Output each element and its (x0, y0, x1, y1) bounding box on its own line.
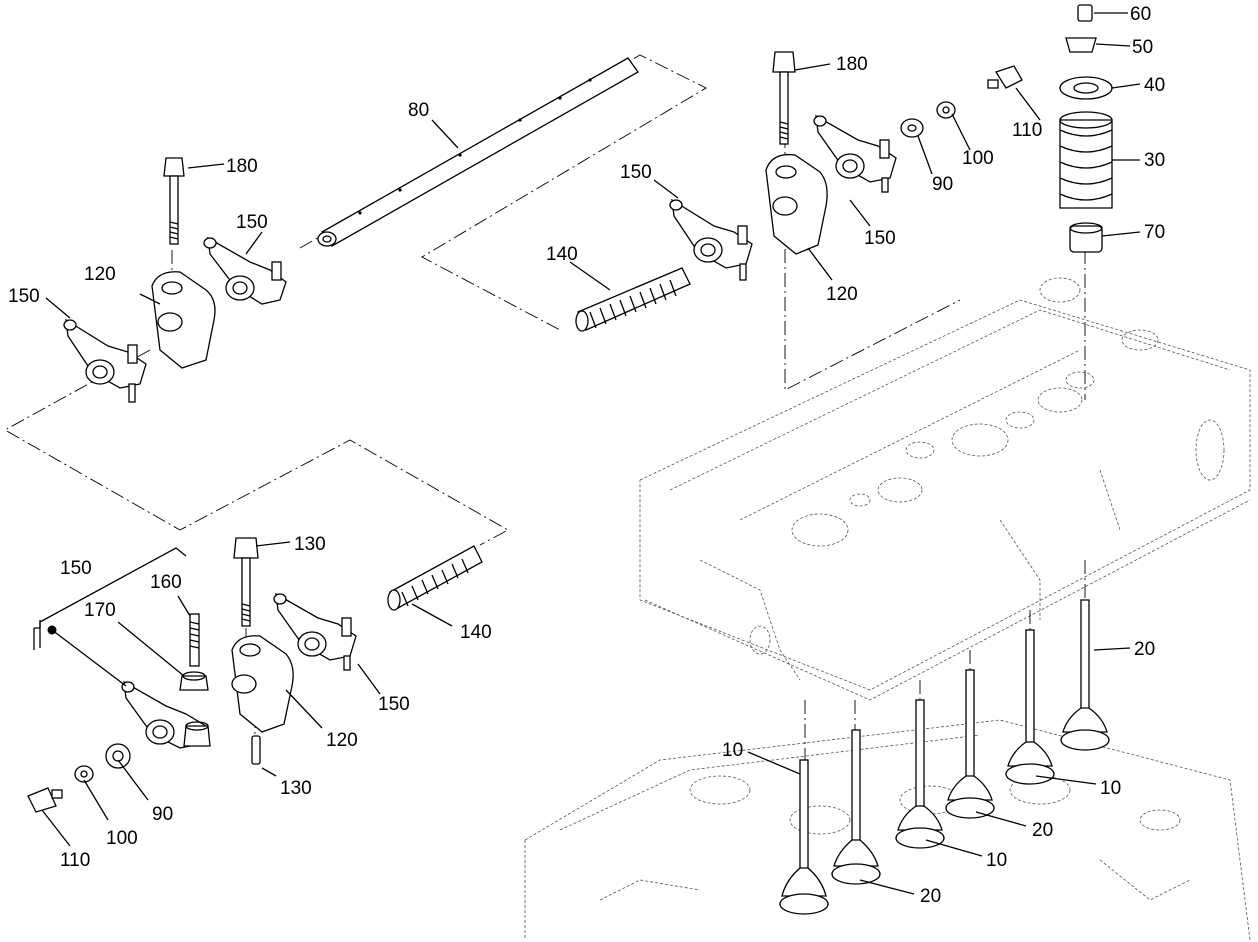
cylinder-head-outline (639, 277, 1251, 701)
callout-70: 70 (1144, 222, 1165, 243)
bolt-180-right (772, 51, 796, 145)
bolt-180-left (163, 157, 185, 245)
collet-50 (1065, 37, 1097, 53)
plug-110-top (987, 65, 1023, 89)
alignment-lines (4, 54, 1086, 760)
valve-10-c (1005, 629, 1055, 785)
callout-90-bottom: 90 (152, 804, 173, 825)
lock-nut-170 (179, 671, 209, 691)
callout-labels: 60 50 40 30 70 110 100 90 180 150 120 15… (8, 4, 1165, 907)
leader-lines (33, 12, 1141, 895)
spring-140-top (575, 267, 691, 332)
washer-90-top (900, 118, 924, 138)
callout-150-a: 150 (236, 212, 268, 233)
valve-20-a (831, 729, 881, 885)
callout-10-c: 10 (1100, 778, 1121, 799)
rocker-arm-150-a (203, 236, 287, 305)
valve-spring-30 (1059, 111, 1113, 209)
plug-110-bottom (27, 787, 63, 813)
callout-120-bottom: 120 (326, 730, 358, 751)
valve-20-c (1060, 599, 1110, 751)
callout-170: 170 (84, 600, 116, 621)
callout-130-top: 130 (294, 534, 326, 555)
valve-cap-60 (1077, 4, 1093, 22)
callout-120-right: 120 (826, 284, 858, 305)
washer-90-bottom (105, 743, 131, 769)
callout-50: 50 (1132, 37, 1153, 58)
callout-40: 40 (1144, 75, 1165, 96)
callout-140-bottom: 140 (460, 622, 492, 643)
valve-20-b (945, 669, 995, 819)
pin-130 (251, 735, 261, 765)
callout-20-bottom: 20 (920, 886, 941, 907)
callout-100-top: 100 (962, 148, 994, 169)
valve-10-b (895, 699, 945, 849)
callout-150-d: 150 (864, 228, 896, 249)
engine-block-outline (524, 719, 1251, 941)
callout-180-right: 180 (836, 54, 868, 75)
callout-140-top: 140 (546, 244, 578, 265)
rocker-shaft (317, 57, 639, 247)
adjusting-screw-160 (189, 613, 200, 667)
callout-130-bottom: 130 (280, 778, 312, 799)
callout-100-bottom: 100 (106, 828, 138, 849)
bracket-120-left (151, 271, 216, 369)
callout-60: 60 (1130, 4, 1151, 25)
retainer-40 (1059, 76, 1113, 100)
tip-cap-bottom (183, 721, 211, 747)
bolt-130 (233, 537, 259, 627)
callout-110-top: 110 (1012, 120, 1042, 141)
callout-150-f: 150 (378, 694, 410, 715)
bracket-120-right (765, 153, 828, 255)
callout-20-mid: 20 (1032, 820, 1053, 841)
rocker-arm-150-c (669, 198, 753, 281)
rocker-arm-150-b (63, 318, 147, 403)
washer-100-top (936, 101, 956, 119)
callout-110-bottom: 110 (60, 850, 90, 871)
bracket-120-bottom (231, 635, 294, 733)
callout-150-c: 150 (620, 162, 652, 183)
callout-180-left: 180 (226, 156, 258, 177)
callout-150-b: 150 (8, 286, 40, 307)
callout-150-e: 150 (60, 558, 92, 579)
callout-10-b: 10 (986, 850, 1007, 871)
callout-160: 160 (150, 572, 182, 593)
stem-seal-70 (1069, 222, 1103, 253)
callout-10-a: 10 (722, 740, 743, 761)
washer-100-bottom (74, 765, 94, 783)
callout-30: 30 (1144, 150, 1165, 171)
rocker-arm-150-d (813, 114, 897, 193)
rocker-arm-150-e (273, 592, 357, 671)
callout-90-top: 90 (932, 174, 953, 195)
valve-10-a (779, 759, 829, 915)
callout-20-top: 20 (1134, 639, 1155, 660)
spring-140-bottom (387, 545, 483, 611)
callout-120-left: 120 (84, 264, 116, 285)
callout-80: 80 (408, 100, 429, 121)
